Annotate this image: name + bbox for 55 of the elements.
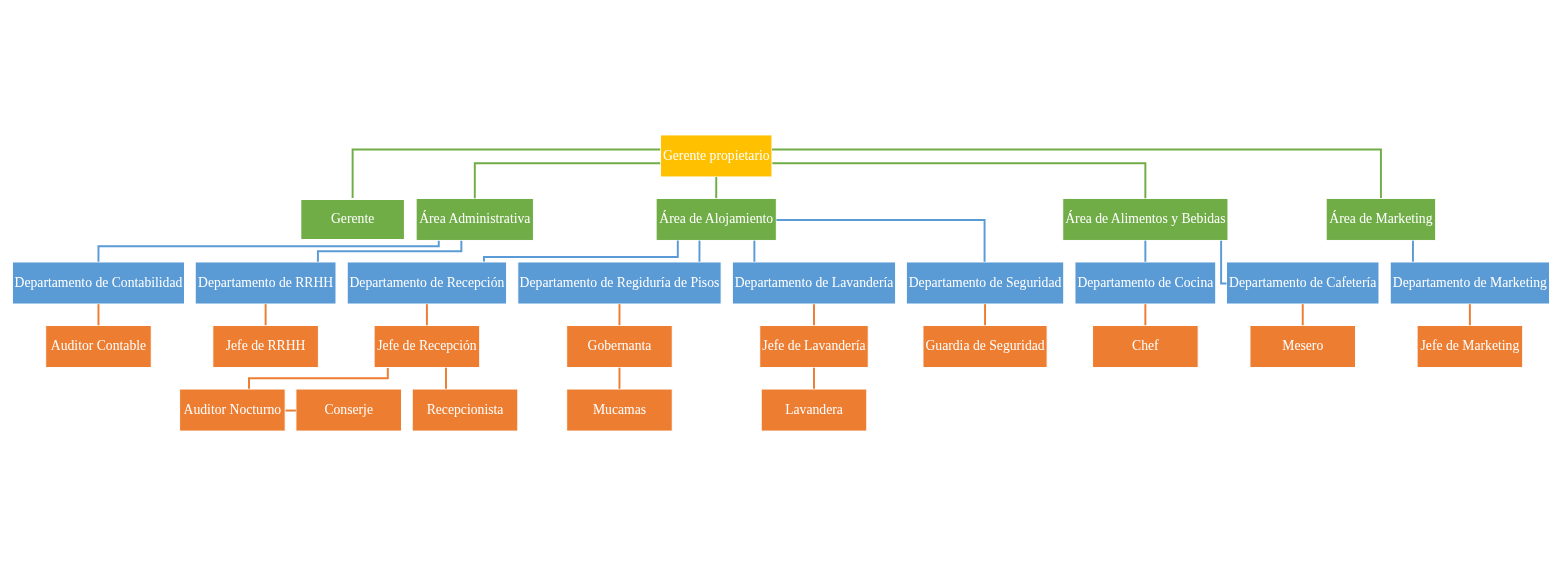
node-box: Auditor Nocturno (179, 388, 286, 432)
connector (351, 148, 662, 199)
node-box: Área Administrativa (415, 197, 534, 241)
connector (813, 366, 815, 390)
connector (248, 366, 389, 390)
connector (771, 148, 1382, 199)
connector (97, 302, 100, 326)
connector (425, 302, 428, 326)
connector (97, 239, 440, 263)
node-box: Recepcionista (411, 388, 519, 432)
node-box: Área de Alojamiento (655, 197, 777, 241)
node-box: Departamento de Cafetería (1226, 261, 1380, 304)
node-box: Auditor Contable (45, 324, 152, 368)
node-box: Mucamas (566, 388, 673, 432)
node-box: Departamento de Regiduría de Pisos (517, 261, 722, 304)
node-box: Departamento de Recepción (346, 261, 508, 304)
connector (771, 161, 1147, 199)
connector (618, 302, 621, 326)
connector (984, 302, 987, 326)
connector (715, 175, 718, 199)
connector (618, 366, 621, 390)
node-box: Departamento de Seguridad (905, 261, 1065, 304)
node-box: Lavandera (760, 388, 868, 432)
node-box: Departamento de RRHH (194, 261, 337, 304)
node-box: Área de Marketing (1325, 197, 1437, 241)
node-box: Jefe de Marketing (1416, 324, 1524, 368)
connector (1144, 239, 1147, 263)
node-box: Departamento de Marketing (1389, 261, 1551, 304)
node-box: Conserje (295, 388, 402, 432)
node-box: Departamento de Lavandería (731, 261, 897, 304)
node-box: Gerente propietario (660, 133, 773, 177)
connector (316, 239, 463, 263)
connector (1468, 302, 1471, 326)
connector (264, 302, 267, 326)
connector (284, 409, 297, 412)
node-box: Chef (1092, 324, 1199, 368)
connector (445, 366, 447, 390)
node-box: Área de Alimentos y Bebidas (1062, 197, 1229, 241)
node-box: Departamento de Cocina (1074, 261, 1217, 304)
connector (775, 218, 986, 263)
node-box: Jefe de Lavandería (759, 324, 869, 368)
connector (813, 302, 815, 326)
connector (483, 239, 679, 263)
connector (1301, 302, 1304, 326)
connector (1144, 302, 1147, 326)
connector (473, 161, 662, 199)
node-box: Mesero (1249, 324, 1356, 368)
node-box: Gobernanta (566, 324, 673, 368)
node-box: Jefe de Recepción (373, 324, 481, 368)
node-box: Guardia de Seguridad (922, 324, 1048, 368)
node-box: Departamento de Contabilidad (11, 261, 185, 304)
node-box: Jefe de RRHH (212, 324, 319, 368)
connector (698, 239, 701, 263)
connector (753, 239, 756, 263)
connector (1411, 239, 1414, 263)
